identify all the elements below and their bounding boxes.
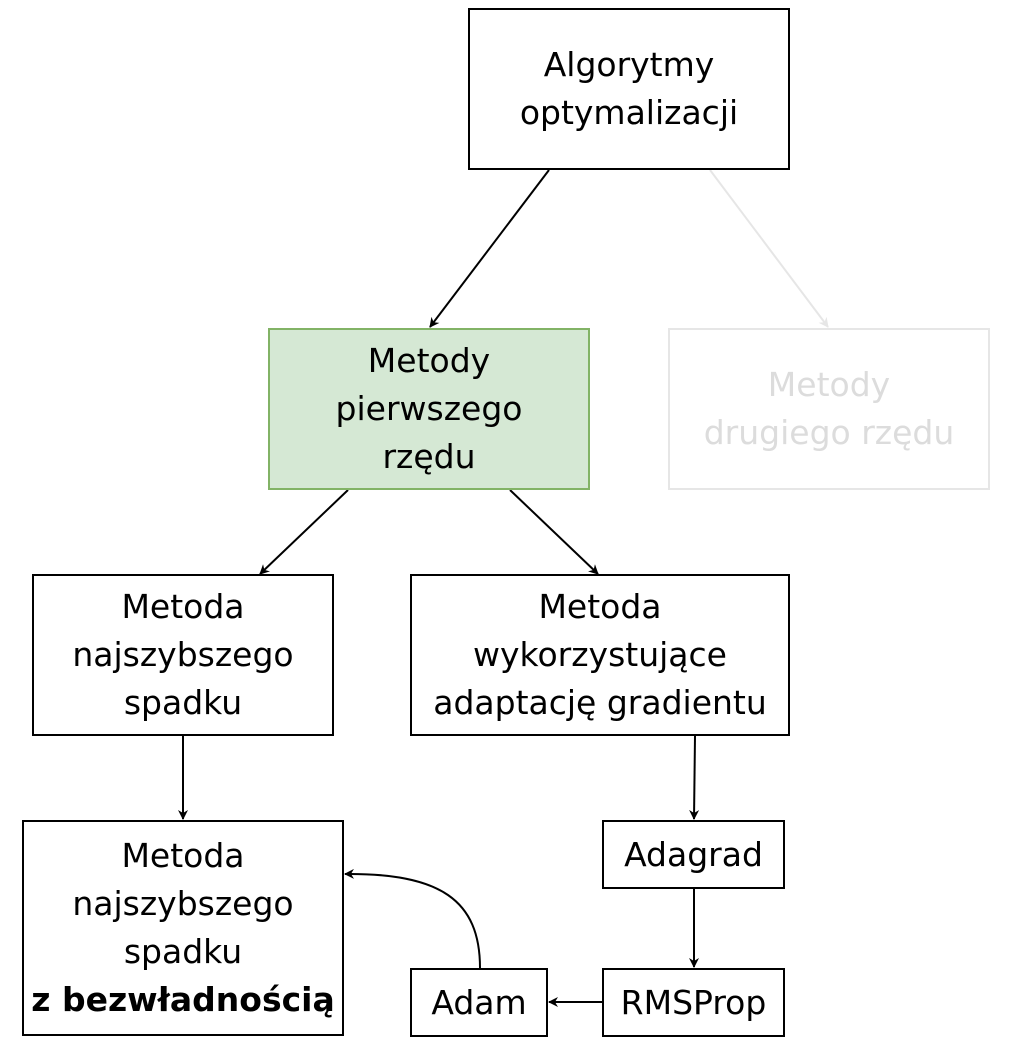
node-rmsprop: RMSProp (602, 968, 785, 1037)
arrow-root-to-first-order (429, 169, 550, 328)
arrow-adam-to-momentum (344, 868, 481, 969)
arrow-first-order-to-adaptive (509, 489, 599, 575)
node-adagrad-label: Adagrad (624, 834, 763, 874)
node-first-order-methods: Metody pierwszego rzędu (268, 328, 590, 490)
arrow-root-to-second-order (709, 169, 829, 328)
node-optimization-algorithms-line-1: Algorytmy (543, 45, 715, 84)
node-second-order-methods: Metody drugiego rzędu (668, 328, 990, 490)
node-steepest-descent-momentum-line-2: najszybszego (72, 884, 294, 923)
node-adaptive-gradient-methods-line-1: Metoda (538, 587, 662, 626)
node-steepest-descent-momentum: Metoda najszybszego spadku z bezwładnośc… (22, 820, 344, 1036)
node-steepest-descent: Metoda najszybszego spadku (32, 574, 334, 736)
node-steepest-descent-momentum-line-4: z bezwładnością (31, 980, 335, 1019)
node-steepest-descent-line-2: najszybszego (72, 635, 294, 674)
node-second-order-methods-line-1: Metody (767, 365, 891, 404)
node-first-order-methods-line-1: Metody (367, 341, 491, 380)
node-first-order-methods-line-3: rzędu (382, 437, 476, 476)
node-adagrad: Adagrad (602, 820, 785, 889)
node-optimization-algorithms-line-2: optymalizacji (519, 93, 739, 132)
node-adam: Adam (410, 968, 548, 1037)
node-steepest-descent-momentum-line-3: spadku (123, 932, 243, 971)
arrow-first-order-to-steepest (259, 489, 349, 575)
node-steepest-descent-line-3: spadku (123, 683, 243, 722)
arrow-adaptive-to-adagrad (689, 735, 700, 820)
node-adaptive-gradient-methods-line-3: adaptację gradientu (433, 683, 767, 722)
node-steepest-descent-line-1: Metoda (121, 587, 245, 626)
node-first-order-methods-line-2: pierwszego (335, 389, 523, 428)
node-optimization-algorithms: Algorytmy optymalizacji (468, 8, 790, 170)
node-adam-label: Adam (431, 982, 527, 1022)
node-rmsprop-label: RMSProp (620, 982, 767, 1022)
node-adaptive-gradient-methods-line-2: wykorzystujące (473, 635, 727, 674)
node-second-order-methods-line-2: drugiego rzędu (703, 413, 955, 452)
node-steepest-descent-momentum-line-1: Metoda (121, 836, 245, 875)
node-adaptive-gradient-methods: Metoda wykorzystujące adaptację gradient… (410, 574, 790, 736)
